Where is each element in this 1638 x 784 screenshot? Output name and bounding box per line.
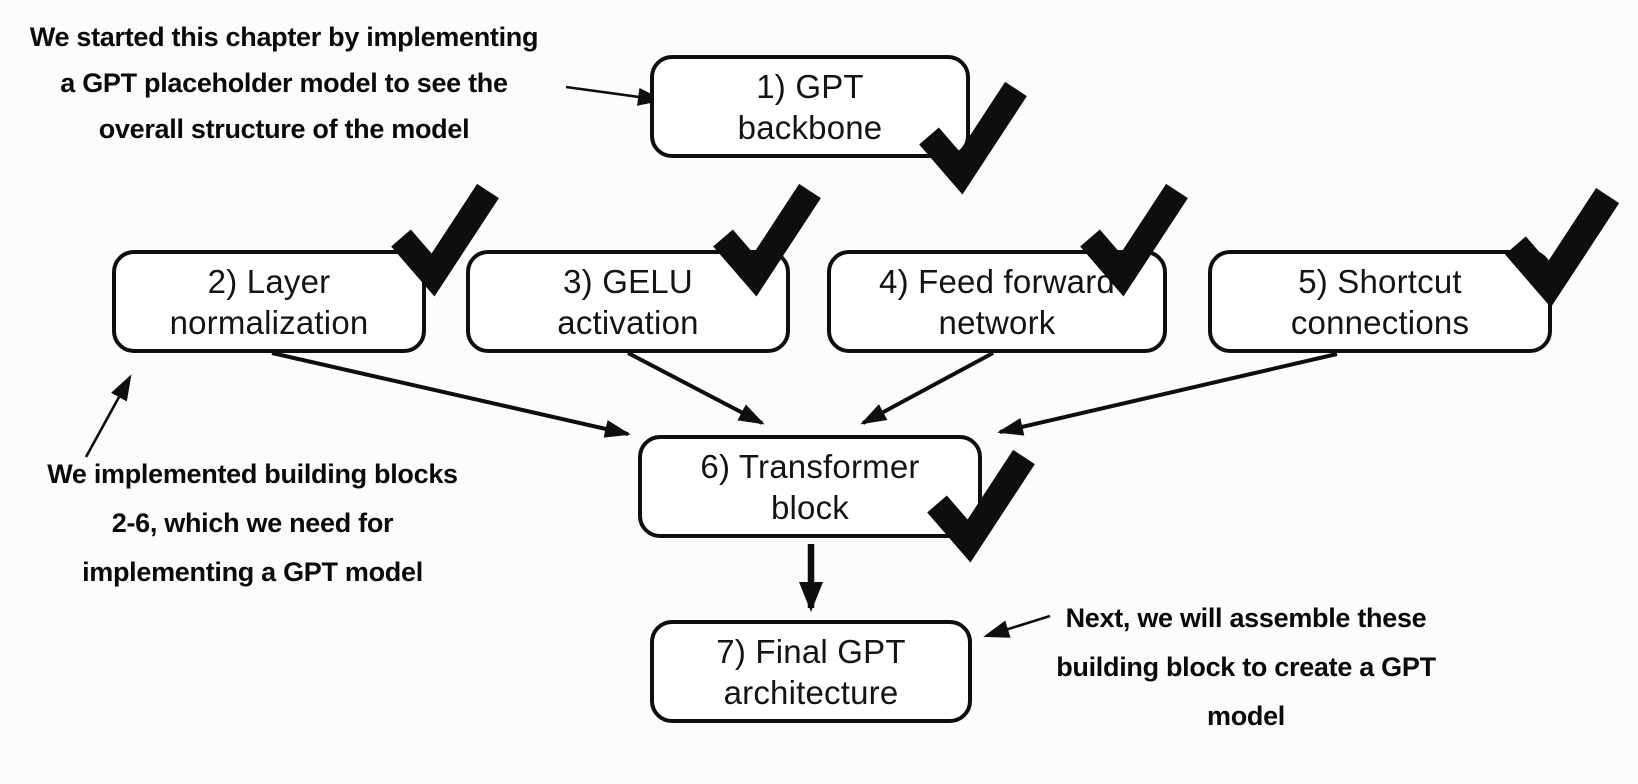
annotation-intro-note: We started this chapter by implementing … [29, 22, 539, 144]
checkmark-icon [919, 81, 1027, 195]
box-layer-normalization: 2) Layer normalization [112, 250, 426, 353]
box-transformer-block: 6) Transformer block [638, 435, 982, 538]
box-final-gpt-architecture-label: 7) Final GPT architecture [716, 632, 906, 711]
annotation-next-note: Next, we will assemble these building bl… [1056, 603, 1436, 731]
checkmark-icon [927, 449, 1035, 563]
arrow-gelu-activation-to-transformer-block [627, 351, 765, 425]
box-gelu-activation-label: 3) GELU activation [557, 262, 699, 341]
checkmark-icon [713, 183, 821, 297]
checkmark-icon [1504, 187, 1620, 308]
box-final-gpt-architecture: 7) Final GPT architecture [650, 620, 972, 723]
box-shortcut-connections-label: 5) Shortcut connections [1290, 262, 1470, 341]
box-feed-forward-network-label: 4) Feed forward network [879, 262, 1115, 341]
box-transformer-block-label: 6) Transformer block [700, 447, 920, 526]
box-shortcut-connections: 5) Shortcut connections [1208, 250, 1552, 353]
box-feed-forward-network: 4) Feed forward network [827, 250, 1167, 353]
arrow-intro-note-to-gpt-backbone [565, 85, 664, 106]
arrow-blocks-note-to-layer-normalization [84, 374, 132, 458]
checkmark-icon [1080, 183, 1188, 297]
box-layer-normalization-label: 2) Layer normalization [169, 262, 369, 341]
arrow-shortcut-connections-to-transformer-block [997, 352, 1338, 436]
annotation-blocks-note: We implemented building blocks 2-6, whic… [47, 459, 458, 587]
arrow-next-note-to-final-gpt-architecture [983, 614, 1051, 638]
arrow-layer-normalization-to-transformer-block [271, 351, 631, 438]
checkmark-icon [391, 183, 499, 297]
arrow-feed-forward-network-to-transformer-block [860, 351, 994, 425]
box-gpt-backbone-label: 1) GPT backbone [737, 67, 883, 146]
box-gpt-backbone: 1) GPT backbone [650, 55, 970, 158]
